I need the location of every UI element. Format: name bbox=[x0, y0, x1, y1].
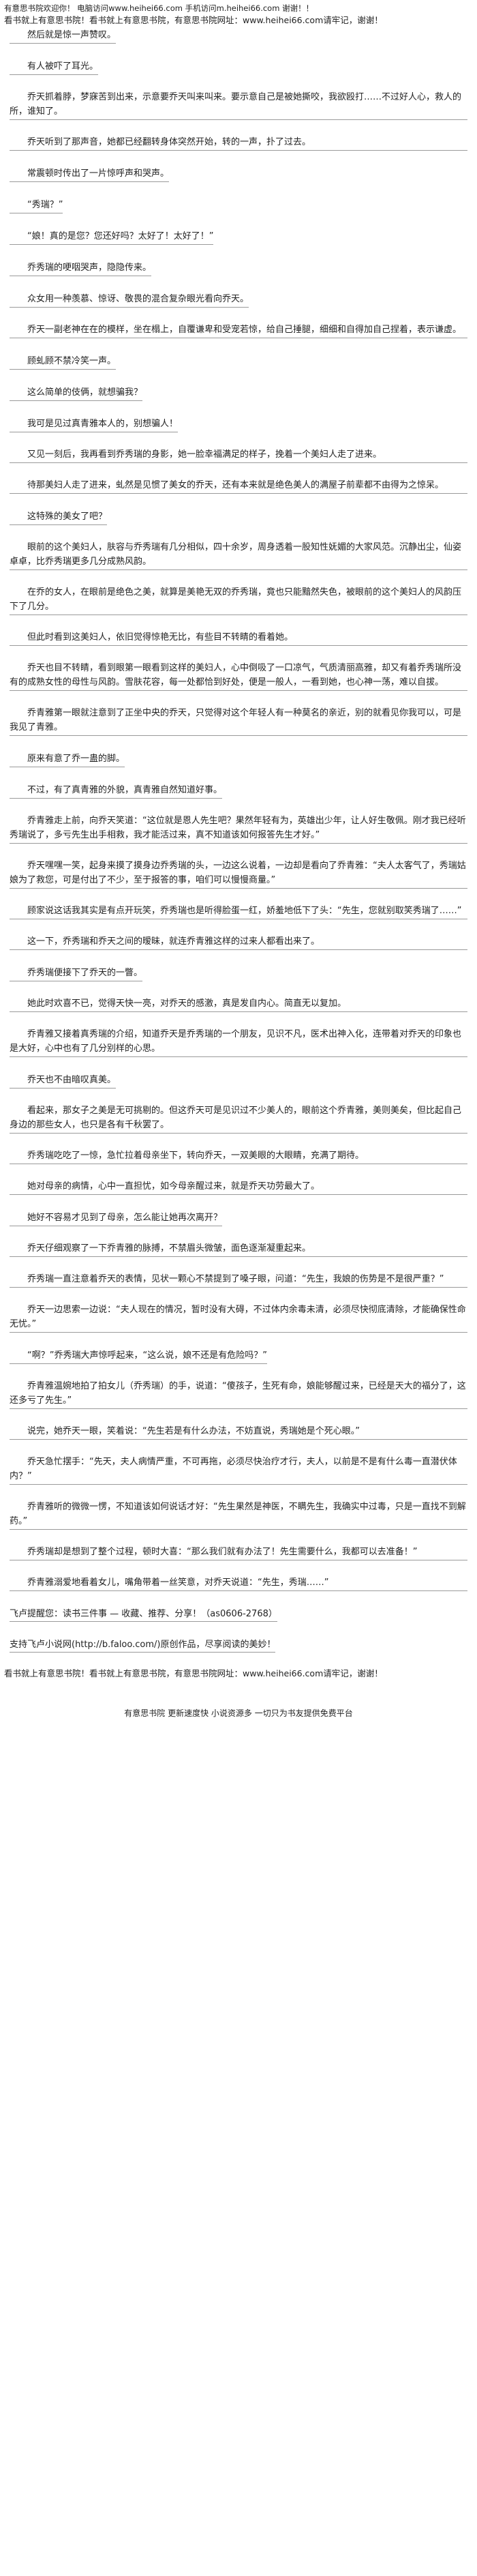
paragraph: 这特殊的美女了吧？ bbox=[10, 509, 108, 525]
paragraph-wrap: 乔秀瑞的哽咽哭声，隐隐传来。 bbox=[10, 260, 467, 276]
paragraph: 乔天也目不转睛，看到眼第一眼看到这样的美妇人，心中倒吸了一口凉气，气质清丽高雅，… bbox=[10, 661, 467, 691]
paragraph-wrap: 乔天一边思索一边说：“夫人现在的情况，暂时没有大碍，不过体内余毒未清，必须尽快彻… bbox=[10, 1303, 467, 1333]
paragraph: 乔青雅溺爱地看着女儿，嘴角带着一丝笑意，对乔天说道：“先生，秀瑞……” bbox=[10, 1575, 467, 1591]
footer-slogan: 有意思书院 更新速度快 小说资源多 一切只为书友提供免费平台 bbox=[124, 1708, 353, 1718]
paragraph: 这一下，乔秀瑞和乔天之间的暧昧，就连乔青雅这样的过来人都看出来了。 bbox=[10, 934, 467, 950]
paragraph: 乔青雅又接着真秀瑞的介绍，知道乔天是乔秀瑞的一个朋友，见识不凡，医术出神入化，连… bbox=[10, 1027, 467, 1057]
paragraph: 原来有意了乔一蛊的脚。 bbox=[10, 752, 125, 767]
paragraph: 众女用一种羡慕、惊讶、敬畏的混合复杂眼光看向乔天。 bbox=[10, 292, 249, 308]
paragraph: 乔天嘿嘿一笑，起身来摸了摸身边乔秀瑞的头，一边这么说着，一边却是看向了乔青雅：“… bbox=[10, 859, 467, 889]
paragraph-wrap: 说完，她乔天一眼，笑着说：“先生若是有什么办法，不妨直说，秀瑞她是个死心眼。” bbox=[10, 1424, 467, 1440]
paragraph-wrap: 原来有意了乔一蛊的脚。 bbox=[10, 751, 467, 767]
chapter-footer: 飞卢提醒您：读书三件事 — 收藏、推荐、分享！（as0606-2768） 支持飞… bbox=[0, 1606, 477, 1668]
paragraph-wrap: 我可是见过真青雅本人的，别想骗人！ bbox=[10, 416, 467, 432]
paragraph-wrap: “娘！真的是您？您还好吗？太好了！太好了！” bbox=[10, 228, 467, 245]
paragraph: 她对母亲的病情，心中一直担忧，如今母亲醒过来，就是乔天功劳最大了。 bbox=[10, 1179, 467, 1195]
footer-site-notice: 看书就上有意思书院！看书就上有意思书院，有意思书院网址：www.heihei66… bbox=[4, 1668, 383, 1678]
paragraph: 待那美妇人走了进来，虬然是见惯了美女的乔天，还有本来就是绝色美人的满屋子前辈都不… bbox=[10, 478, 467, 494]
paragraph: 说完，她乔天一眼，笑着说：“先生若是有什么办法，不妨直说，秀瑞她是个死心眼。” bbox=[10, 1424, 467, 1440]
paragraph: 乔秀瑞一直注意着乔天的表情，见状一颗心不禁提到了嗓子眼，问道：“先生，我娘的伤势… bbox=[10, 1272, 467, 1288]
paragraph-wrap: “秀瑞？” bbox=[10, 197, 467, 213]
paragraph-wrap: 但此时看到这美妇人，依旧觉得惊艳无比，有些目不转睛的看着她。 bbox=[10, 630, 467, 646]
paragraph: 乔青雅第一眼就注意到了正坐中央的乔天，只觉得对这个年轻人有一种莫名的亲近，别的就… bbox=[10, 706, 467, 736]
paragraph-wrap: 乔天仔细观察了一下乔青雅的脉搏，不禁眉头微皱，面色逐渐凝重起来。 bbox=[10, 1241, 467, 1257]
paragraph: 乔天抓着脖，梦寐苦到出来，示意要乔天叫来叫来。要示意自己是被她撕咬，我欲殴打……… bbox=[10, 90, 467, 120]
paragraph-wrap: 她对母亲的病情，心中一直担忧，如今母亲醒过来，就是乔天功劳最大了。 bbox=[10, 1179, 467, 1195]
paragraph: “娘！真的是您？您还好吗？太好了！太好了！” bbox=[10, 229, 214, 245]
paragraph-wrap: 顾家说这话我其实是有点开玩笑，乔秀瑞也是听得脸蛋一红，娇羞地低下了头：“先生，您… bbox=[10, 904, 467, 919]
paragraph-wrap: 然后就是惊一声赞叹。 bbox=[10, 27, 467, 44]
faloo-link[interactable]: 支持飞卢小说网(http://b.faloo.com/)原创作品，尽享阅读的美妙… bbox=[10, 1638, 276, 1653]
paragraph-wrap: 乔青雅温婉地拍了拍女儿（乔秀瑞）的手，说道：“傻孩子，生死有命，娘能够醒过来，已… bbox=[10, 1379, 467, 1409]
paragraph: 乔青雅温婉地拍了拍女儿（乔秀瑞）的手，说道：“傻孩子，生死有命，娘能够醒过来，已… bbox=[10, 1379, 467, 1409]
paragraph-wrap: 顾虬顾不禁冷笑一声。 bbox=[10, 353, 467, 370]
paragraph-wrap: 乔青雅听的微微一愣，不知道该如何说话才好：“先生果然是神医，不瞒先生，我确实中过… bbox=[10, 1500, 467, 1530]
read-tips: 飞卢提醒您：读书三件事 — 收藏、推荐、分享！（as0606-2768） bbox=[10, 1607, 277, 1622]
paragraph-wrap: 乔天也目不转睛，看到眼第一眼看到这样的美妇人，心中倒吸了一口凉气，气质清丽高雅，… bbox=[10, 661, 467, 691]
paragraph-wrap: 不过，有了真青雅的外貌，真青雅自然知道好事。 bbox=[10, 782, 467, 799]
paragraph: 乔秀瑞的哽咽哭声，隐隐传来。 bbox=[10, 261, 152, 276]
paragraph: 眼前的这个美妇人，肤容与乔秀瑞有几分相似，四十余岁，周身透着一股知性妩媚的大家风… bbox=[10, 540, 467, 570]
paragraph: 然后就是惊一声赞叹。 bbox=[10, 28, 117, 44]
paragraph-wrap: 乔青雅溺爱地看着女儿，嘴角带着一丝笑意，对乔天说道：“先生，秀瑞……” bbox=[10, 1575, 467, 1591]
paragraph-wrap: 乔秀瑞却是想到了整个过程，顿时大喜：“那么我们就有办法了！先生需要什么，我都可以… bbox=[10, 1545, 467, 1560]
paragraph: 不过，有了真青雅的外貌，真青雅自然知道好事。 bbox=[10, 783, 223, 799]
paragraph-wrap: 有人被吓了耳光。 bbox=[10, 59, 467, 75]
paragraph-wrap: 乔青雅又接着真秀瑞的介绍，知道乔天是乔秀瑞的一个朋友，见识不凡，医术出神入化，连… bbox=[10, 1027, 467, 1057]
header-welcome: 有意思书院欢迎你！ 电脑访问www.heihei66.com 手机访问m.hei… bbox=[4, 3, 314, 13]
site-header: 有意思书院欢迎你！ 电脑访问www.heihei66.com 手机访问m.hei… bbox=[0, 0, 477, 26]
paragraph: 乔天急忙摆手：“先天，夫人病情严重，不可再拖，必须尽快治疗才行，夫人，以前是不是… bbox=[10, 1455, 467, 1485]
paragraph-wrap: 这一下，乔秀瑞和乔天之间的暧昧，就连乔青雅这样的过来人都看出来了。 bbox=[10, 934, 467, 950]
paragraph-wrap: 乔天一副老神在在的模样，坐在榻上，自覆谦卑和受宠若惊，给自己捶腿，细细和自得加自… bbox=[10, 323, 467, 338]
paragraph-wrap: 她好不容易才见到了母亲，怎么能让她再次离开？ bbox=[10, 1210, 467, 1226]
paragraph-wrap: 乔秀瑞吃吃了一惊，急忙拉着母亲坐下，转向乔天，一双美眼的大眼睛，充满了期待。 bbox=[10, 1149, 467, 1164]
paragraph: “啊？”乔秀瑞大声惊呼起来，“这么说，娘不还是有危险吗？” bbox=[10, 1348, 267, 1364]
paragraph: 乔秀瑞吃吃了一惊，急忙拉着母亲坐下，转向乔天，一双美眼的大眼睛，充满了期待。 bbox=[10, 1149, 467, 1164]
paragraph: 我可是见过真青雅本人的，别想骗人！ bbox=[10, 417, 179, 432]
paragraph-wrap: 常震顿时传出了一片惊呼声和哭声。 bbox=[10, 166, 467, 182]
paragraph: 常震顿时传出了一片惊呼声和哭声。 bbox=[10, 166, 170, 182]
paragraph: 乔青雅听的微微一愣，不知道该如何说话才好：“先生果然是神医，不瞒先生，我确实中过… bbox=[10, 1500, 467, 1530]
chapter-content: 然后就是惊一声赞叹。有人被吓了耳光。乔天抓着脖，梦寐苦到出来，示意要乔天叫来叫来… bbox=[0, 26, 477, 1591]
paragraph-wrap: 乔天也不由暗叹真美。 bbox=[10, 1072, 467, 1089]
paragraph-wrap: 待那美妇人走了进来，虬然是见惯了美女的乔天，还有本来就是绝色美人的满屋子前辈都不… bbox=[10, 478, 467, 494]
paragraph: 乔天一副老神在在的模样，坐在榻上，自覆谦卑和受宠若惊，给自己捶腿，细细和自得加自… bbox=[10, 323, 467, 338]
paragraph: 乔天听到了那声音，她都已经翻转身体突然开始，转的一声，扑了过去。 bbox=[10, 135, 467, 151]
paragraph-wrap: 眼前的这个美妇人，肤容与乔秀瑞有几分相似，四十余岁，周身透着一股知性妩媚的大家风… bbox=[10, 540, 467, 570]
paragraph: 顾虬顾不禁冷笑一声。 bbox=[10, 354, 117, 370]
paragraph-wrap: 这特殊的美女了吧？ bbox=[10, 509, 467, 525]
paragraph: 乔天一边思索一边说：“夫人现在的情况，暂时没有大碍，不过体内余毒未清，必须尽快彻… bbox=[10, 1303, 467, 1333]
paragraph: 她好不容易才见到了母亲，怎么能让她再次离开？ bbox=[10, 1211, 223, 1226]
paragraph: 乔天仔细观察了一下乔青雅的脉搏，不禁眉头微皱，面色逐渐凝重起来。 bbox=[10, 1241, 467, 1257]
paragraph-wrap: 乔天嘿嘿一笑，起身来摸了摸身边乔秀瑞的头，一边这么说着，一边却是看向了乔青雅：“… bbox=[10, 859, 467, 889]
paragraph: 这么简单的伎俩，就想骗我？ bbox=[10, 385, 143, 401]
paragraph: 乔天也不由暗叹真美。 bbox=[10, 1073, 117, 1089]
paragraph-wrap: 众女用一种羡慕、惊讶、敬畏的混合复杂眼光看向乔天。 bbox=[10, 291, 467, 308]
paragraph-wrap: 乔秀瑞便接下了乔天的一瞥。 bbox=[10, 965, 467, 981]
paragraph: 又见一刻后，我再看到乔秀瑞的身影，她一脸幸福满足的样子，挽着一个美妇人走了进来。 bbox=[10, 447, 467, 463]
paragraph: 她此时欢喜不已，觉得天快一亮，对乔天的感激，真是发自内心。简直无以复加。 bbox=[10, 996, 467, 1012]
paragraph-wrap: 乔秀瑞一直注意着乔天的表情，见状一颗心不禁提到了嗓子眼，问道：“先生，我娘的伤势… bbox=[10, 1272, 467, 1288]
paragraph: 看起来，那女子之美是无可挑剔的。但这乔天可是见识过不少美人的，眼前这个乔青雅，美… bbox=[10, 1104, 467, 1134]
paragraph-wrap: 这么简单的伎俩，就想骗我？ bbox=[10, 385, 467, 401]
paragraph: 乔秀瑞便接下了乔天的一瞥。 bbox=[10, 966, 143, 981]
paragraph-wrap: 乔天抓着脖，梦寐苦到出来，示意要乔天叫来叫来。要示意自己是被她撕咬，我欲殴打……… bbox=[10, 90, 467, 120]
paragraph-wrap: 乔天急忙摆手：“先天，夫人病情严重，不可再拖，必须尽快治疗才行，夫人，以前是不是… bbox=[10, 1455, 467, 1485]
paragraph: 有人被吓了耳光。 bbox=[10, 59, 99, 75]
paragraph-wrap: 乔天听到了那声音，她都已经翻转身体突然开始，转的一声，扑了过去。 bbox=[10, 135, 467, 151]
paragraph-wrap: 在乔的女人，在眼前是绝色之美，就算是美艳无双的乔秀瑞，竟也只能黯然失色，被眼前的… bbox=[10, 585, 467, 615]
paragraph: 乔秀瑞却是想到了整个过程，顿时大喜：“那么我们就有办法了！先生需要什么，我都可以… bbox=[10, 1545, 467, 1560]
paragraph: “秀瑞？” bbox=[10, 198, 63, 213]
paragraph: 但此时看到这美妇人，依旧觉得惊艳无比，有些目不转睛的看着她。 bbox=[10, 630, 467, 646]
paragraph-wrap: 她此时欢喜不已，觉得天快一亮，对乔天的感激，真是发自内心。简直无以复加。 bbox=[10, 996, 467, 1012]
paragraph: 在乔的女人，在眼前是绝色之美，就算是美艳无双的乔秀瑞，竟也只能黯然失色，被眼前的… bbox=[10, 585, 467, 615]
paragraph-wrap: 乔青雅第一眼就注意到了正坐中央的乔天，只觉得对这个年轻人有一种莫名的亲近，别的就… bbox=[10, 706, 467, 736]
paragraph: 乔青雅走上前，向乔天笑道：“这位就是恩人先生吧？果然年轻有为，英雄出少年，让人好… bbox=[10, 814, 467, 844]
paragraph-wrap: 又见一刻后，我再看到乔秀瑞的身影，她一脸幸福满足的样子，挽着一个美妇人走了进来。 bbox=[10, 447, 467, 463]
paragraph-wrap: 乔青雅走上前，向乔天笑道：“这位就是恩人先生吧？果然年轻有为，英雄出少年，让人好… bbox=[10, 814, 467, 844]
paragraph-wrap: “啊？”乔秀瑞大声惊呼起来，“这么说，娘不还是有危险吗？” bbox=[10, 1348, 467, 1364]
paragraph-wrap: 看起来，那女子之美是无可挑剔的。但这乔天可是见识过不少美人的，眼前这个乔青雅，美… bbox=[10, 1104, 467, 1134]
header-site-notice: 看书就上有意思书院！看书就上有意思书院，有意思书院网址：www.heihei66… bbox=[4, 15, 383, 25]
paragraph: 顾家说这话我其实是有点开玩笑，乔秀瑞也是听得脸蛋一红，娇羞地低下了头：“先生，您… bbox=[10, 904, 467, 919]
